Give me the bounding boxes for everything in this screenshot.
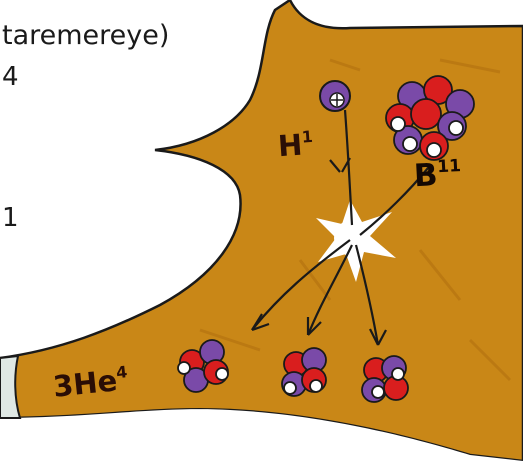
bubble-text-line-1: taremereye) (2, 20, 169, 51)
helium-mass: 4 (115, 362, 128, 382)
hydrogen-label: H1 (277, 127, 315, 163)
helium-symbol: He (72, 363, 119, 401)
hydrogen-nucleus (320, 81, 350, 111)
boron-symbol: B (413, 157, 438, 194)
bubble-text-line-2: 4 (2, 62, 19, 92)
hydrogen-symbol: H (277, 128, 304, 164)
helium-nucleus-2 (282, 348, 326, 396)
helium-nucleus-3 (362, 356, 408, 402)
bubble-text-line-3: 1 (2, 203, 19, 233)
boron-label: B11 (413, 156, 462, 194)
hydrogen-mass: 1 (301, 127, 313, 147)
boron-mass: 11 (437, 156, 462, 177)
